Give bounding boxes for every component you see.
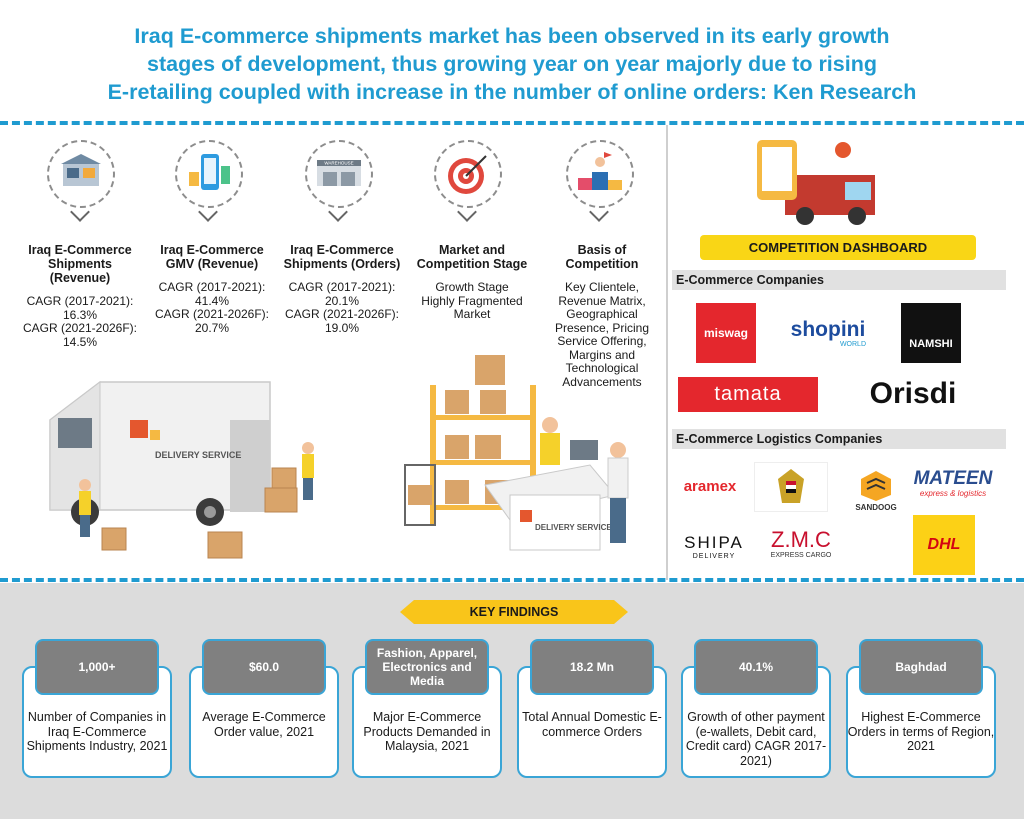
stat-shipments-revenue: Iraq E-Commerce Shipments (Revenue) CAGR… xyxy=(18,243,142,349)
finding-value: Fashion, Apparel, Electronics and Media xyxy=(365,639,489,695)
bottom-dashed-divider xyxy=(0,578,1024,582)
stat-heading: Market and Competition Stage xyxy=(416,243,528,271)
stat-heading: Iraq E-Commerce GMV (Revenue) xyxy=(160,243,264,271)
stat-line: CAGR (2021-2026F): xyxy=(284,307,400,321)
shopini-logo: shopini WORLD xyxy=(782,312,874,356)
shopini-logo-text: shopini xyxy=(790,318,866,341)
stat-line: 20.7% xyxy=(194,320,230,335)
shopping-phone-icon xyxy=(175,140,243,208)
warehouse-counter-illustration: DELIVERY SERVICE xyxy=(404,355,629,551)
dhl-logo: DHL xyxy=(913,515,975,575)
sandoog-logo-text: SANDOOG xyxy=(855,503,897,512)
mateen-logo-text: MATEEN xyxy=(913,468,993,489)
stat-line: Service Offering, xyxy=(557,334,647,348)
mateen-logo: MATEEN express & logistics xyxy=(910,466,996,502)
competition-dashboard-title: COMPETITION DASHBOARD xyxy=(700,235,976,260)
stat-line: Advancements xyxy=(562,374,642,389)
stat-heading: Iraq E-Commerce Shipments (Orders) xyxy=(283,243,401,271)
stat-heading: Basis of Competition xyxy=(565,243,639,271)
stat-line: 41.4% xyxy=(194,293,230,308)
warehouse-sign: WAREHOUSE xyxy=(324,161,353,166)
key-findings-title: KEY FINDINGS xyxy=(400,600,628,624)
stat-line: 19.0% xyxy=(324,320,360,335)
finding-value: 1,000+ xyxy=(35,639,159,695)
finding-text: Number of Companies in Iraq E-Commerce S… xyxy=(26,710,168,753)
stat-line: CAGR (2017-2021): xyxy=(158,280,266,294)
stat-shipments-orders: Iraq E-Commerce Shipments (Orders) CAGR … xyxy=(280,243,404,335)
stat-line: CAGR (2017-2021): xyxy=(288,280,396,294)
stat-line: Margins and xyxy=(568,347,636,362)
finding-text: Growth of other payment (e-wallets, Debi… xyxy=(685,710,827,768)
namshi-logo: NAMSHI xyxy=(901,303,961,363)
warehouse-building-icon: WAREHOUSE xyxy=(305,140,373,208)
logistics-companies-label: E-Commerce Logistics Companies xyxy=(672,429,1006,449)
stat-line: 20.1% xyxy=(324,293,360,308)
warehouse-icon xyxy=(47,140,115,208)
shopini-logo-subtext: WORLD xyxy=(839,341,866,348)
podium-icon xyxy=(566,140,634,208)
aramex-logo: aramex xyxy=(683,477,737,495)
ecommerce-companies-label: E-Commerce Companies xyxy=(672,270,1006,290)
target-icon xyxy=(434,140,502,208)
miswag-logo: miswag xyxy=(696,303,756,363)
stat-market-stage: Market and Competition Stage Growth Stag… xyxy=(410,243,534,322)
stat-line: Technological xyxy=(565,361,639,375)
finding-value: 40.1% xyxy=(694,639,818,695)
top-dashed-divider xyxy=(0,121,1024,125)
delivery-truck-icon xyxy=(757,140,875,225)
iraq-eagle-logo xyxy=(754,462,828,512)
title-line-1: Iraq E-commerce shipments market has bee… xyxy=(134,24,890,48)
stat-line: 14.5% xyxy=(62,334,98,349)
mateen-logo-subtext: express & logistics xyxy=(919,489,987,498)
stat-line: CAGR (2021-2026F): xyxy=(154,307,270,321)
stat-line: Highly Fragmented xyxy=(421,293,523,308)
stat-line: 16.3% xyxy=(62,307,98,322)
stat-line: Revenue Matrix, xyxy=(558,293,646,308)
stat-line: CAGR (2021-2026F): xyxy=(22,321,138,335)
delivery-van-illustration: DELIVERY SERVICE xyxy=(49,380,314,559)
shipa-logo-subtext: DELIVERY xyxy=(692,552,736,560)
vertical-divider xyxy=(666,125,668,580)
stat-line: CAGR (2017-2021): xyxy=(26,294,134,308)
finding-value: Baghdad xyxy=(859,639,983,695)
finding-text: Major E-Commerce Products Demanded in Ma… xyxy=(363,710,491,753)
stat-heading: Iraq E-Commerce Shipments (Revenue) xyxy=(28,243,132,285)
title-line-2: stages of development, thus growing year… xyxy=(147,52,877,76)
orisdi-logo: Orisdi xyxy=(869,377,957,410)
zmc-logo-subtext: EXPRESS CARGO xyxy=(770,551,832,559)
title-line-3: E-retailing coupled with increase in the… xyxy=(107,80,917,104)
finding-value: $60.0 xyxy=(202,639,326,695)
finding-value: 18.2 Mn xyxy=(530,639,654,695)
shipa-logo: SHIPA DELIVERY xyxy=(676,530,752,564)
stat-line: Growth Stage xyxy=(435,280,509,294)
stat-gmv-revenue: Iraq E-Commerce GMV (Revenue) CAGR (2017… xyxy=(150,243,274,335)
page-title: Iraq E-commerce shipments market has bee… xyxy=(0,22,1024,106)
sandoog-logo: SANDOOG xyxy=(848,460,904,522)
finding-text: Total Annual Domestic E-commerce Orders xyxy=(522,710,662,739)
finding-text: Average E-Commerce Order value, 2021 xyxy=(202,710,326,739)
finding-text: Highest E-Commerce Orders in terms of Re… xyxy=(847,710,995,753)
counter-text: DELIVERY SERVICE xyxy=(535,523,612,532)
shipa-logo-text: SHIPA xyxy=(684,532,744,552)
van-text: DELIVERY SERVICE xyxy=(155,450,241,460)
stat-line: Geographical xyxy=(566,307,638,321)
stat-line: Market xyxy=(453,307,491,321)
tamata-logo: tamata xyxy=(678,377,818,412)
stat-line: Key Clientele, xyxy=(564,280,640,294)
stat-line: Presence, Pricing xyxy=(554,320,650,335)
zmc-logo: Z.M.C EXPRESS CARGO xyxy=(762,526,840,562)
stat-basis-competition: Basis of Competition Key Clientele, Reve… xyxy=(540,243,664,389)
zmc-logo-text: Z.M.C xyxy=(771,526,831,552)
